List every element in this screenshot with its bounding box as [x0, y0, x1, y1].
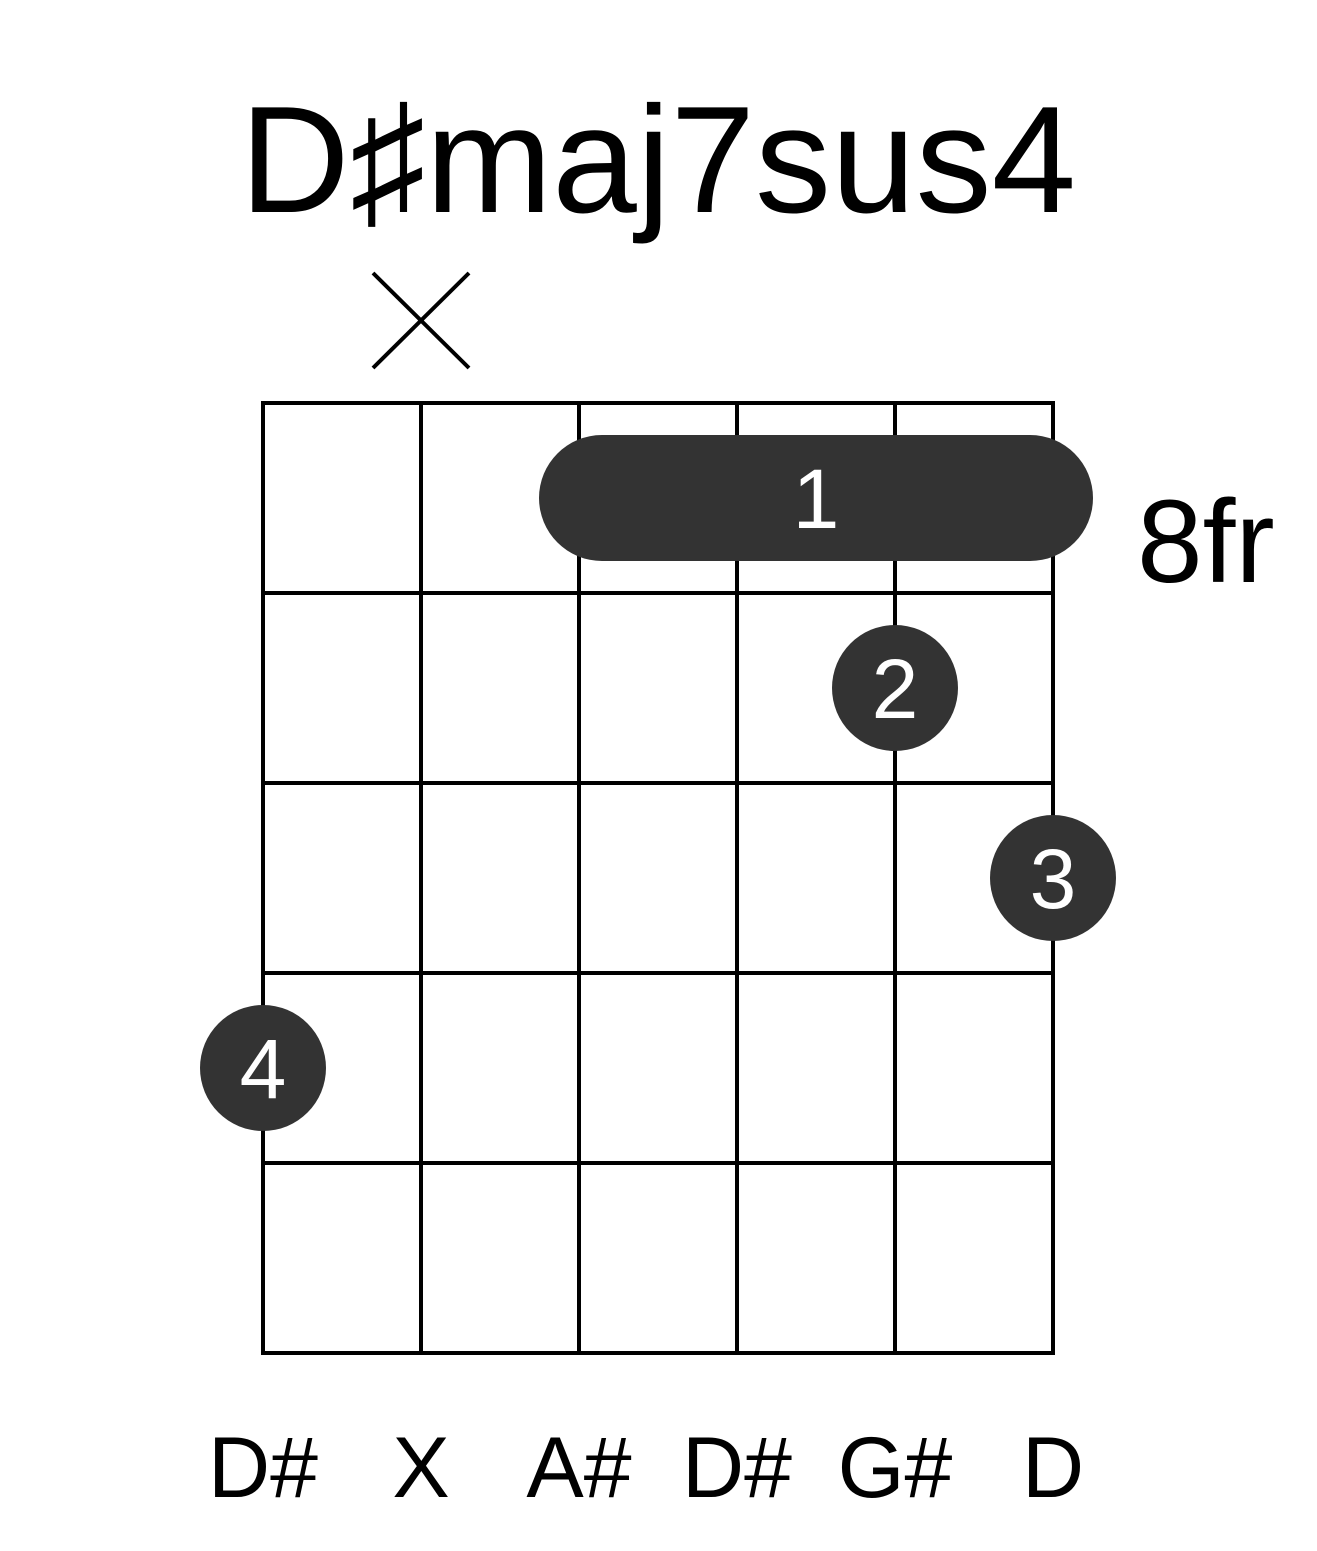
finger-number: 4	[240, 1022, 287, 1116]
string-note-label: A#	[526, 1420, 631, 1516]
string-note-label: X	[392, 1420, 449, 1516]
muted-string-icon	[371, 271, 471, 370]
finger-number: 3	[1030, 832, 1077, 926]
finger-dot-circle	[990, 815, 1116, 941]
string-note-labels: D# X A# D# G# D	[208, 1420, 1084, 1516]
finger-dot-circle	[200, 1005, 326, 1131]
fretboard-grid	[261, 401, 1055, 1355]
finger-dots: 2 3 4	[200, 625, 1116, 1131]
barre-bar	[539, 435, 1093, 561]
chord-title: D♯maj7sus4	[240, 75, 1076, 245]
finger-dot: 4	[200, 1005, 326, 1131]
string-note-label: D	[1022, 1420, 1084, 1516]
finger-dot-circle	[832, 625, 958, 751]
base-fret-label: 8fr	[1137, 476, 1275, 608]
finger-number: 2	[872, 642, 919, 736]
string-note-label: D#	[682, 1420, 792, 1516]
finger-dot: 2	[832, 625, 958, 751]
string-note-label: D#	[208, 1420, 318, 1516]
finger-dot: 3	[990, 815, 1116, 941]
barre-finger-label: 1	[793, 452, 840, 546]
muted-markers	[371, 271, 471, 370]
barre-group: 1	[539, 435, 1093, 561]
string-note-label: G#	[838, 1420, 953, 1516]
